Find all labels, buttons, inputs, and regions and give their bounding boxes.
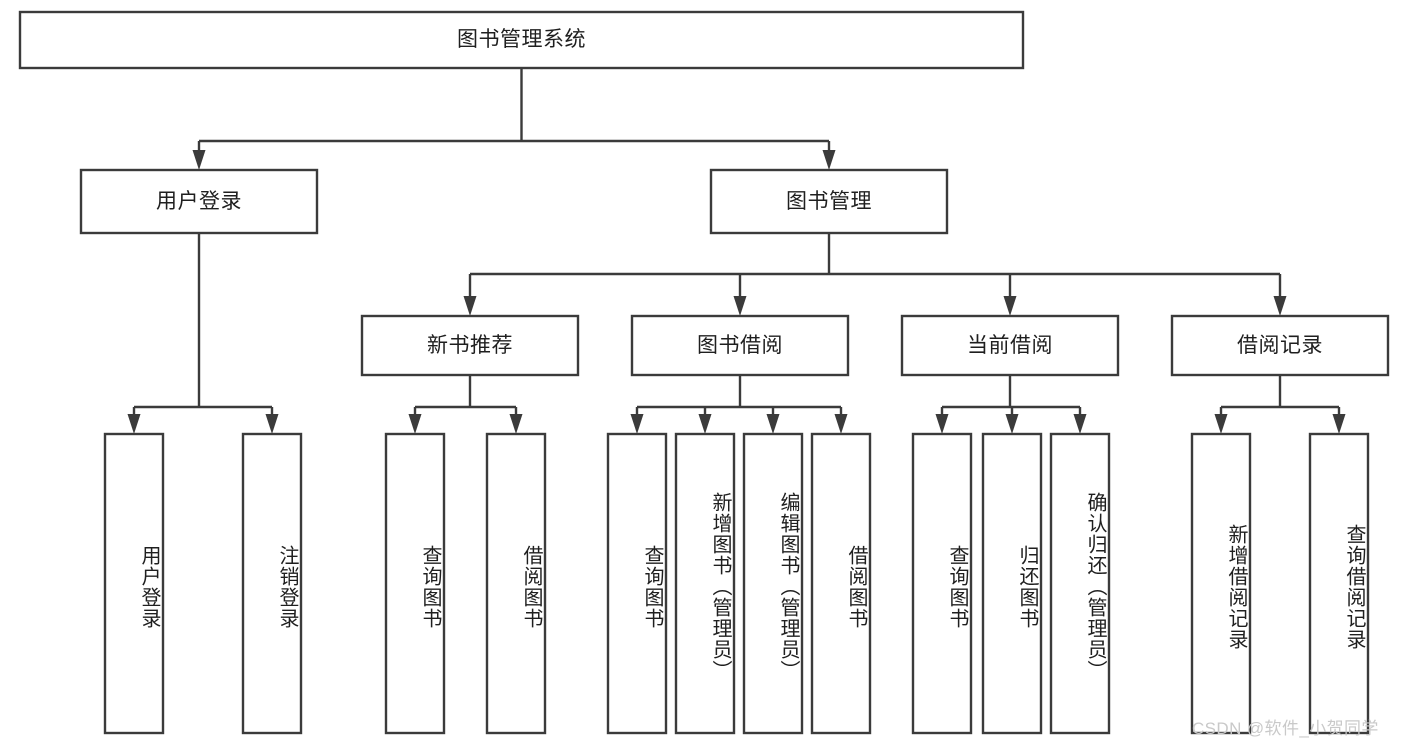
node-box-leaf-user-login[interactable] (103, 432, 165, 735)
arrow-head-icon-leaf-query-book-1 (408, 414, 422, 434)
arrow-head-icon-current-borrow (1003, 296, 1017, 316)
node-box-leaf-logout[interactable] (241, 432, 303, 735)
node-box-leaf-confirm-return[interactable] (1049, 432, 1111, 735)
arrow-head-icon-leaf-borrow-book-1 (509, 414, 523, 434)
arrow-head-icon-new-book-rec (463, 296, 477, 316)
node-box-leaf-borrow-book-1[interactable] (485, 432, 547, 735)
node-box-book-borrow[interactable] (630, 314, 850, 377)
connector-layer (127, 68, 1346, 434)
node-box-leaf-add-book[interactable] (674, 432, 736, 735)
node-box-borrow-record[interactable] (1170, 314, 1390, 377)
arrow-head-icon-leaf-query-book-3 (935, 414, 949, 434)
arrow-head-icon-leaf-add-book (698, 414, 712, 434)
arrow-head-icon-leaf-return-book (1005, 414, 1019, 434)
arrow-head-icon-leaf-user-login (127, 414, 141, 434)
node-box-leaf-borrow-book-2[interactable] (810, 432, 872, 735)
node-box-leaf-query-book-1[interactable] (384, 432, 446, 735)
node-box-leaf-return-book[interactable] (981, 432, 1043, 735)
arrow-head-icon-book-borrow (733, 296, 747, 316)
node-rect-layer (18, 10, 1390, 735)
arrow-head-icon-leaf-add-record (1214, 414, 1228, 434)
node-box-new-book-rec[interactable] (360, 314, 580, 377)
node-box-user-login[interactable] (79, 168, 319, 235)
arrow-head-icon-leaf-confirm-return (1073, 414, 1087, 434)
node-box-current-borrow[interactable] (900, 314, 1120, 377)
node-box-root[interactable] (18, 10, 1025, 70)
node-box-leaf-edit-book[interactable] (742, 432, 804, 735)
arrow-head-icon-book-manage (822, 150, 836, 170)
arrow-head-icon-borrow-record (1273, 296, 1287, 316)
arrow-head-icon-leaf-query-book-2 (630, 414, 644, 434)
arrow-head-icon-user-login (192, 150, 206, 170)
arrow-head-icon-leaf-query-record (1332, 414, 1346, 434)
node-box-leaf-add-record[interactable] (1190, 432, 1252, 735)
node-box-leaf-query-record[interactable] (1308, 432, 1370, 735)
arrow-head-icon-leaf-edit-book (766, 414, 780, 434)
arrow-head-icon-leaf-borrow-book-2 (834, 414, 848, 434)
node-box-leaf-query-book-3[interactable] (911, 432, 973, 735)
node-box-leaf-query-book-2[interactable] (606, 432, 668, 735)
arrow-head-icon-leaf-logout (265, 414, 279, 434)
node-box-book-manage[interactable] (709, 168, 949, 235)
csdn-watermark: CSDN @软件_小贺同学 (1192, 719, 1379, 738)
